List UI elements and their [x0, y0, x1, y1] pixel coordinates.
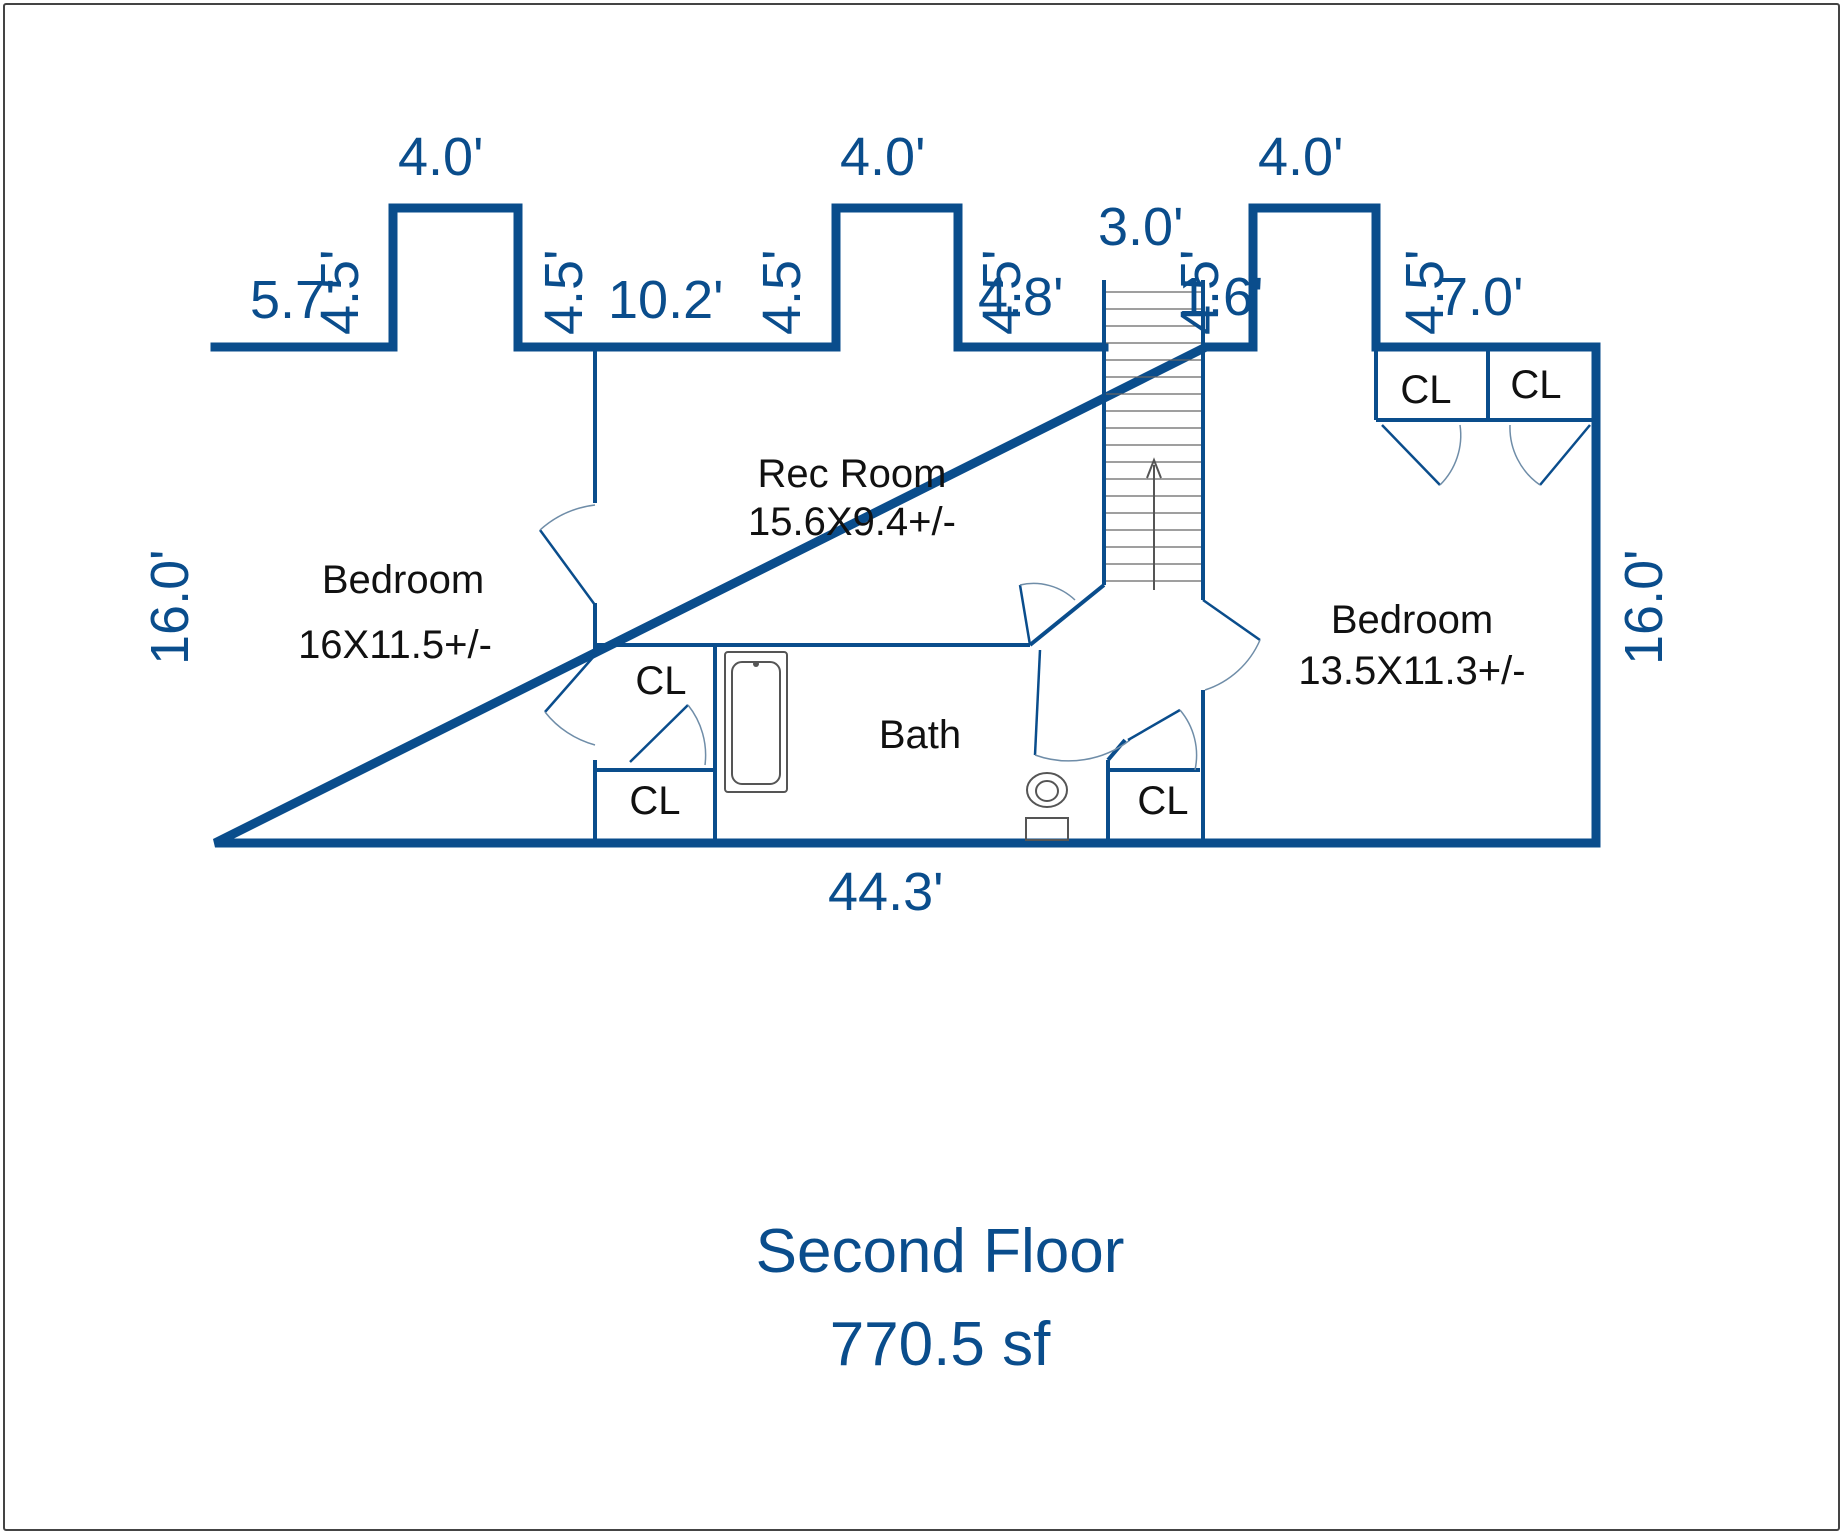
dim-right-side: 16.0' [1614, 550, 1674, 665]
bathtub-icon [724, 651, 788, 793]
dim-dormer1-width: 4.0' [398, 127, 483, 187]
floor-title: Second Floor [756, 1217, 1125, 1286]
dim-bottom: 44.3' [828, 862, 943, 922]
dim-dormer3-left-offset: 1.6' [1178, 267, 1263, 327]
room-name-bath: Bath [879, 713, 961, 757]
dim-dormer2-right: 4.5' [972, 250, 1032, 335]
stairs [1106, 291, 1201, 582]
dim-dormer2-width: 4.0' [840, 127, 925, 187]
closet-label: CL [635, 659, 686, 703]
dim-left-side: 16.0' [140, 550, 200, 665]
room-size-rec-room: 15.6X9.4+/- [748, 500, 956, 544]
room-name-rec-room: Rec Room [758, 452, 947, 496]
room-name-bedroom-right: Bedroom [1331, 598, 1493, 642]
toilet-icon [1025, 772, 1069, 841]
closet-label: CL [1400, 368, 1451, 412]
closet-label: CL [1137, 779, 1188, 823]
stair-arrow-icon [1146, 457, 1162, 590]
dim-top-right: 7.0' [1438, 267, 1523, 327]
floor-area: 770.5 sf [830, 1310, 1051, 1379]
closet-label: CL [629, 779, 680, 823]
dim-dormer3-left: 4.5' [1170, 250, 1230, 335]
room-name-bedroom-left: Bedroom [322, 558, 484, 602]
door-swings [538, 424, 1591, 771]
dim-top-right-mid: 4.8' [978, 267, 1063, 327]
dim-top-left: 5.7' [250, 270, 335, 330]
dim-stair-width: 3.0' [1098, 197, 1183, 257]
dim-dormer3-width: 4.0' [1258, 127, 1343, 187]
interior-walls [593, 280, 1596, 843]
room-size-bedroom-right: 13.5X11.3+/- [1298, 649, 1525, 693]
dim-dormer3-right: 4.5' [1395, 250, 1455, 335]
dim-dormer2-left: 4.5' [752, 250, 812, 335]
image-frame [3, 3, 1840, 1531]
closet-label: CL [1510, 363, 1561, 407]
dim-top-mid: 10.2' [608, 270, 723, 330]
room-size-bedroom-left: 16X11.5+/- [298, 623, 492, 667]
dim-dormer1-left: 4.5' [310, 250, 370, 335]
dim-dormer1-right: 4.5' [534, 250, 594, 335]
